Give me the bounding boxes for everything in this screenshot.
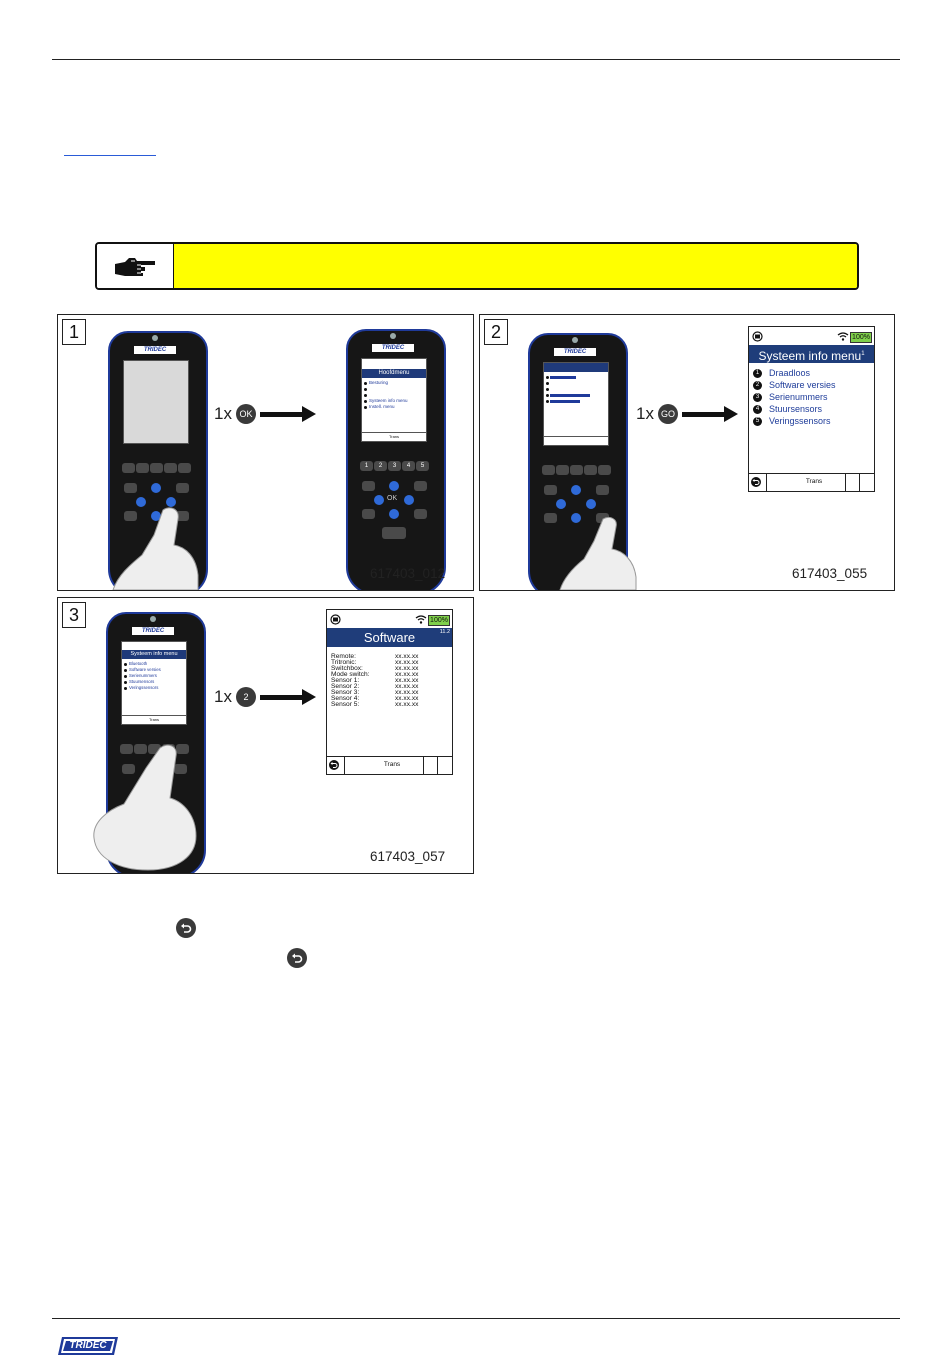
right-arrow-icon xyxy=(260,406,316,422)
step-number: 3 xyxy=(62,602,86,628)
finger-press-icon xyxy=(559,516,637,590)
battery-indicator: 100% xyxy=(428,615,450,626)
wifi-icon xyxy=(415,615,427,624)
software-row: Remote:xx.xx.xx xyxy=(331,653,419,660)
step-panel-3: 3 TRIDEC Systeem info menu Bluetooth Sof… xyxy=(57,597,474,874)
software-row: Sensor 4:xx.xx.xx xyxy=(331,695,419,702)
notice-text-area xyxy=(174,244,857,288)
step-number: 1 xyxy=(62,319,86,345)
step-panel-1: 1 TRIDEC 1x OK TRIDEC Hoofdmenu Besturin… xyxy=(57,314,474,591)
step-instruction: 1x OK xyxy=(214,404,256,424)
header-rule xyxy=(52,59,900,60)
software-row: Mode switch:xx.xx.xx xyxy=(331,671,419,678)
step-number: 2 xyxy=(484,319,508,345)
key-2-icon: 2 xyxy=(235,687,256,707)
screen-footer: Trans xyxy=(327,756,452,774)
back-icon[interactable] xyxy=(329,760,339,770)
device-screen-hoofdmenu: Hoofdmenu Besturing Systeem info menu In… xyxy=(361,358,427,442)
device-screen-systeem-info-menu: Systeem info menu Bluetooth Software ver… xyxy=(121,641,187,725)
step-instruction: 1x 2 xyxy=(214,687,256,707)
finger-press-icon xyxy=(93,744,197,871)
tridec-logo: TRIDEC xyxy=(58,1336,118,1356)
remote-device-off: TRIDEC xyxy=(108,331,208,590)
software-row: Switchbox:xx.xx.xx xyxy=(331,665,419,672)
back-icon xyxy=(176,918,196,938)
remote-device-menu: TRIDEC Hoofdmenu Besturing Systeem info … xyxy=(346,329,446,590)
software-row: Sensor 5:xx.xx.xx xyxy=(331,701,419,708)
right-arrow-icon xyxy=(682,406,738,422)
software-row: Sensor 2:xx.xx.xx xyxy=(331,683,419,690)
wifi-icon xyxy=(837,332,849,341)
pointing-hand-icon xyxy=(97,244,174,288)
footer-rule xyxy=(52,1318,900,1319)
version-label: 11.2 xyxy=(439,629,450,635)
figure-code: 617403_055 xyxy=(792,566,868,581)
step-instruction: 1x GO xyxy=(636,404,678,424)
step-panel-2: 2 TRIDEC 1x GO xyxy=(479,314,895,591)
figure-code: 617403_057 xyxy=(370,849,446,864)
hyperlink-underline[interactable] xyxy=(64,155,156,156)
figure-code: 617403_012 xyxy=(370,566,446,581)
software-row: Sensor 1:xx.xx.xx xyxy=(331,677,419,684)
system-status-icon xyxy=(752,331,763,342)
battery-indicator: 100% xyxy=(850,332,872,343)
software-row: Sensor 3:xx.xx.xx xyxy=(331,689,419,696)
screen-footer: Trans xyxy=(749,473,874,491)
device-screen-blank xyxy=(123,360,189,444)
screen-title: Software 11.2 xyxy=(327,628,452,647)
software-row: Tritronic:xx.xx.xx xyxy=(331,659,419,666)
notice-box xyxy=(95,242,859,290)
back-icon xyxy=(287,948,307,968)
finger-press-icon xyxy=(112,507,199,590)
right-arrow-icon xyxy=(260,689,316,705)
device-brand: TRIDEC xyxy=(134,346,176,354)
system-status-icon xyxy=(330,614,341,625)
back-icon[interactable] xyxy=(751,477,761,487)
ok-key-icon: OK xyxy=(235,404,256,424)
go-key-icon: GO xyxy=(657,404,678,424)
screen-title: Systeem info menu1 xyxy=(749,345,874,363)
screen-software: 100% Software 11.2 Remote:xx.xx.xx Tritr… xyxy=(326,609,453,775)
device-screen-hoofdmenu xyxy=(543,362,609,446)
